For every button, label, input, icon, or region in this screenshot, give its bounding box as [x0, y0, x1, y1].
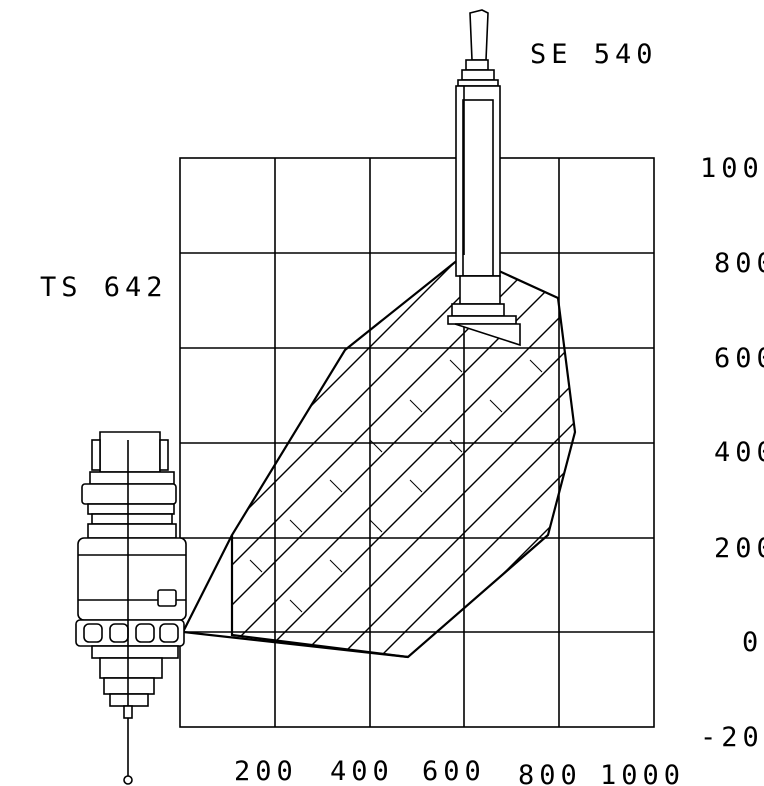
hatch-ticks — [249, 319, 543, 613]
y-tick-label: 400 — [714, 437, 764, 468]
probe-label-se: SE 540 — [530, 39, 658, 70]
ts-probe-icon — [75, 431, 187, 785]
y-tick-label: 600 — [714, 343, 764, 374]
y-tick-label: 1000 — [700, 153, 764, 184]
x-tick-label: 200 — [234, 756, 298, 786]
range-wedge — [181, 534, 409, 659]
y-tick-label: 800 — [714, 248, 764, 279]
grid — [179, 157, 655, 728]
y-tick-label: 200 — [714, 533, 764, 564]
x-tick-label: 1000 — [600, 760, 685, 786]
probe-label-ts: TS 642 — [40, 272, 168, 303]
se-probe-icon — [447, 9, 521, 347]
x-tick-label: 400 — [330, 756, 394, 786]
x-tick-label: 600 — [422, 756, 486, 786]
x-tick-label: 800 — [518, 760, 582, 786]
y-tick-label: 0 — [742, 627, 763, 658]
measuring-range-outline — [230, 253, 577, 659]
y-tick-label: -200 — [700, 722, 764, 753]
